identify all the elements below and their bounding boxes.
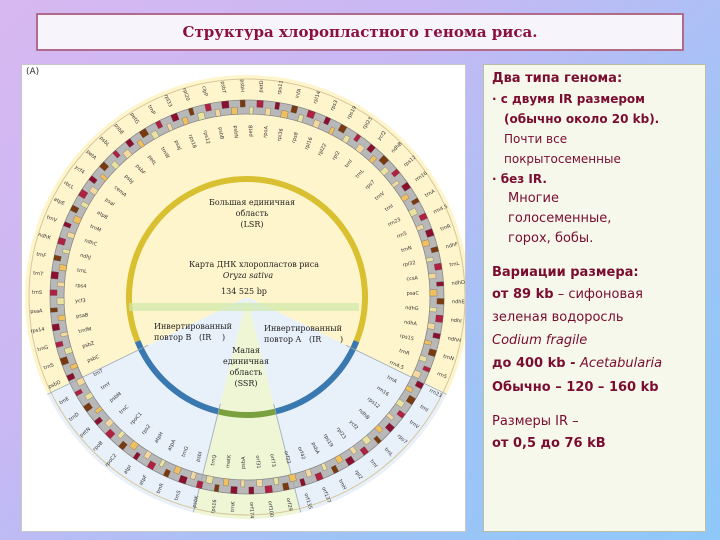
title-box: Структура хлоропластного генома риса. [36, 13, 684, 51]
gene-block [249, 107, 253, 114]
gene-block [265, 108, 271, 116]
ir-size-line-1: Размеры IR – [492, 411, 697, 433]
ira-label-1: Инвертированный [264, 324, 342, 333]
spacer-2 [492, 401, 697, 411]
gene-block [429, 307, 436, 312]
gene-label: psbN [232, 125, 239, 138]
gene-label: trnK [230, 501, 237, 512]
gene-label: ndhE [452, 299, 465, 305]
variation-1-bold: от 89 kb [492, 287, 554, 302]
variation-1-species: Codium fragile [492, 329, 697, 352]
gene-label: ndhD [451, 280, 465, 287]
gene-block [57, 282, 64, 287]
bullet-2-line-4: горох, бобы. [492, 229, 697, 249]
variation-1-rest: – сифоновая [554, 287, 643, 302]
bullet-2-line-1: · без IR. [492, 169, 697, 189]
ira-label-2: повтор A [264, 335, 302, 344]
gene-block [265, 485, 273, 493]
irb-label-2: повтор B [154, 333, 192, 342]
ssc-label-2: единичная [223, 357, 269, 366]
gene-block [58, 315, 66, 321]
ssc-label-4: (SSR) [234, 379, 257, 388]
bullet-1-line-3: Почти все [492, 129, 697, 149]
gene-block [52, 324, 60, 331]
ira-close: ) [340, 335, 343, 344]
gene-block [429, 273, 437, 279]
bullet-1-line-4: покрытосеменные [492, 149, 697, 169]
gene-block [240, 100, 245, 107]
gene-label: orf31 [254, 455, 261, 469]
gene-block [51, 271, 59, 279]
variation-2-line: до 400 kb - Acetabularia [492, 352, 697, 375]
usual-size: Обычно – 120 – 160 kb [492, 375, 697, 401]
gene-label: ndhG [405, 305, 419, 312]
variation-2-bold: до 400 kb - [492, 356, 580, 371]
bullet-2-line-3: голосеменные, [492, 209, 697, 229]
gene-block [437, 298, 444, 304]
ssc-label-1: Малая [232, 346, 260, 355]
gene-block [59, 264, 67, 271]
gene-label: psaA [30, 308, 43, 315]
genome-size: 134 525 bp [221, 287, 267, 296]
gene-block [57, 298, 64, 305]
gene-block [435, 315, 443, 323]
gene-block [434, 263, 442, 270]
lsc-label-3: (LSR) [240, 220, 263, 229]
gene-block [50, 308, 57, 313]
slide-title: Структура хлоропластного генома риса. [183, 23, 538, 41]
gene-label: orf174 [248, 502, 254, 519]
genome-map-svg: psbAtrnKmatKrps16trnQpsbKpsbItrnStrnGtrn… [22, 65, 466, 532]
gene-label: ycf3 [75, 298, 86, 304]
gene-block [50, 290, 57, 296]
gene-label: petD [258, 80, 265, 93]
irb-label-1: Инвертированный [154, 322, 232, 331]
center-band [129, 303, 359, 311]
gene-block [206, 476, 214, 484]
ssc-label-3: область [230, 368, 263, 377]
gene-label: psbH [239, 79, 245, 92]
map-title: Карта ДНК хлоропластов риса [189, 260, 319, 269]
gene-block [231, 486, 238, 493]
variation-2-species: Acetabularia [580, 356, 662, 371]
bullet-2-line-2: Многие [492, 189, 697, 209]
gene-block [436, 282, 443, 287]
bullet-1-text: с двумя IR размером [501, 92, 645, 106]
gene-block [427, 323, 435, 330]
gene-label: ndhI [450, 317, 462, 324]
bullet-2-text: без IR. [501, 172, 547, 186]
spacer [492, 249, 697, 263]
gene-block [430, 289, 437, 296]
ira-abbr: (IR [309, 335, 322, 344]
gene-block [241, 480, 245, 487]
gene-block [231, 107, 237, 114]
gene-label: rps4 [75, 283, 86, 290]
gene-block [256, 479, 262, 486]
irb-close: ) [222, 333, 225, 342]
ir-size-line-2: от 0,5 до 76 kB [492, 433, 697, 455]
gene-block [249, 487, 254, 494]
gene-block [221, 101, 229, 109]
gene-label: trnS [32, 290, 42, 296]
variation-1-line-1: от 89 kb – сифоновая [492, 283, 697, 306]
gene-label: psaC [407, 291, 420, 297]
irb-abbr: (IR [199, 333, 212, 342]
gene-block [223, 479, 229, 487]
gene-label: trnT [33, 270, 45, 277]
gene-label: petB [248, 124, 254, 136]
lsc-label-1: Большая единичная [209, 198, 295, 207]
bullet-1-line-1: · с двумя IR размером [492, 89, 697, 109]
lsc-label-2: область [236, 209, 269, 218]
genome-types-heading: Два типа генома: [492, 69, 697, 89]
variation-1-line-2: зеленая водоросль [492, 306, 697, 329]
gene-block [281, 110, 289, 118]
info-panel: Два типа генома: · с двумя IR размером (… [483, 64, 706, 532]
bullet-1-line-2: (обычно около 20 kb). [492, 109, 697, 129]
gene-label: psbA [241, 456, 247, 469]
gene-block [257, 100, 264, 107]
size-variation-heading: Вариации размера: [492, 263, 697, 283]
species-name: Oryza sativa [223, 271, 274, 280]
